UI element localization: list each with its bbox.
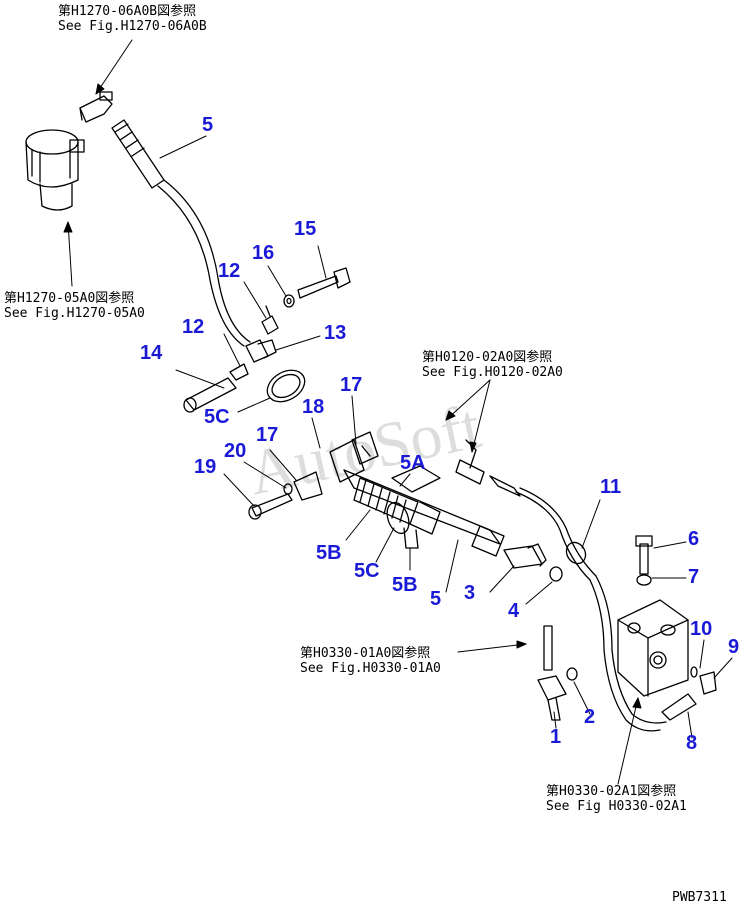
clip-17-upper bbox=[351, 431, 379, 465]
callout-10: 10 bbox=[690, 618, 713, 640]
oring-4 bbox=[549, 566, 563, 582]
callout-5b-left: 5B bbox=[316, 542, 342, 564]
callout-5-lower: 5 bbox=[430, 588, 442, 610]
callout-4: 4 bbox=[508, 600, 520, 622]
bolt-6 bbox=[635, 535, 653, 575]
valve-block bbox=[589, 575, 689, 732]
clamp-13 bbox=[245, 339, 277, 363]
clip-12-upper bbox=[261, 305, 279, 335]
callout-5-top: 5 bbox=[202, 114, 214, 136]
leader-lines bbox=[159, 135, 733, 739]
filter-assembly bbox=[25, 129, 85, 211]
oring-2 bbox=[566, 667, 578, 681]
callout-5c-upper: 5C bbox=[204, 406, 230, 428]
elbow-fitting-top bbox=[79, 91, 113, 123]
callout-16: 16 bbox=[252, 242, 275, 264]
callout-7: 7 bbox=[688, 566, 700, 588]
callout-5c-lower: 5C bbox=[354, 560, 380, 582]
adapter-3 bbox=[503, 543, 547, 569]
reference-arrows bbox=[63, 39, 642, 785]
hose-5-right bbox=[455, 439, 597, 581]
washer-16 bbox=[283, 294, 295, 308]
callout-12-upper: 12 bbox=[218, 260, 241, 282]
bolt-15 bbox=[297, 267, 351, 299]
bracket-17-18 bbox=[293, 439, 365, 501]
callout-5a: 5A bbox=[400, 452, 426, 474]
callout-19: 19 bbox=[194, 456, 217, 478]
callout-14: 14 bbox=[140, 342, 163, 364]
callout-17-lower: 17 bbox=[256, 424, 279, 446]
washer-7 bbox=[636, 574, 652, 586]
callout-6: 6 bbox=[688, 528, 700, 550]
pipe-5-top bbox=[111, 119, 251, 347]
callout-11: 11 bbox=[600, 476, 622, 498]
fitting-9 bbox=[699, 671, 717, 695]
callout-5b-right: 5B bbox=[392, 574, 418, 596]
hose-5-main bbox=[343, 465, 505, 557]
bolt-19 bbox=[248, 493, 293, 520]
spacer-14 bbox=[183, 377, 237, 413]
hose-8 bbox=[661, 693, 697, 721]
callout-2: 2 bbox=[584, 706, 596, 728]
pipe-lower bbox=[537, 625, 567, 721]
callout-8: 8 bbox=[686, 732, 698, 754]
washer-20 bbox=[283, 483, 293, 495]
callout-3: 3 bbox=[464, 582, 476, 604]
callout-13: 13 bbox=[324, 322, 347, 344]
band-5c-upper bbox=[266, 369, 306, 403]
drawing-code: PWB7311 bbox=[672, 890, 727, 905]
callout-18: 18 bbox=[302, 396, 325, 418]
callout-17-upper: 17 bbox=[340, 374, 363, 396]
callout-1: 1 bbox=[550, 726, 562, 748]
clip-12-lower bbox=[229, 363, 249, 381]
oring-10 bbox=[690, 666, 698, 678]
callout-20: 20 bbox=[224, 440, 247, 462]
callout-9: 9 bbox=[728, 636, 740, 658]
callout-15: 15 bbox=[294, 218, 317, 240]
callout-12-lower: 12 bbox=[182, 316, 205, 338]
clamp-11 bbox=[565, 541, 587, 565]
